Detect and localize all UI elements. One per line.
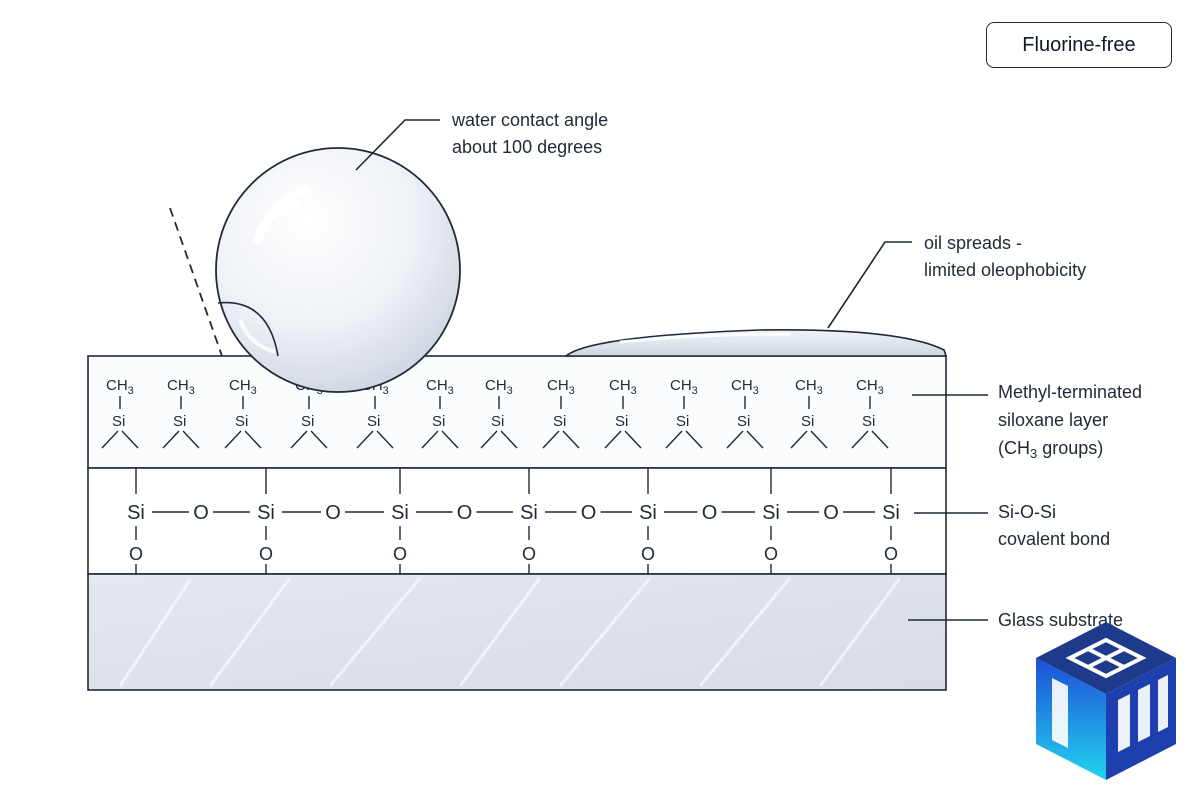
svg-text:CH3: CH3 [856, 377, 884, 397]
layer-stack [87, 355, 947, 691]
si-unit: SiO [391, 468, 409, 574]
contact-angle-marker [169, 207, 279, 357]
si-unit: SiO [762, 468, 780, 574]
water-droplet [215, 147, 461, 393]
svg-text:O: O [641, 544, 655, 564]
bond-label-line2: covalent bond [998, 529, 1110, 549]
cube-grid-logo [1036, 622, 1176, 780]
svg-text:CH3: CH3 [485, 377, 513, 397]
svg-text:Si: Si [762, 502, 780, 524]
svg-text:CH3: CH3 [547, 377, 575, 397]
oil-film [563, 329, 948, 357]
svg-text:Si: Si [235, 413, 248, 430]
svg-text:Si: Si [862, 413, 875, 430]
svg-text:Si: Si [553, 413, 566, 430]
leader-lines [355, 119, 988, 621]
svg-text:CH3: CH3 [609, 377, 637, 397]
svg-text:Si: Si [639, 502, 657, 524]
svg-text:Si: Si [173, 413, 186, 430]
glass-label: Glass substrate [998, 610, 1123, 630]
svg-text:O: O [259, 544, 273, 564]
si-unit: SiO [882, 468, 900, 574]
svg-text:Si: Si [391, 502, 409, 524]
svg-text:Si: Si [491, 413, 504, 430]
svg-text:O: O [884, 544, 898, 564]
si-unit: SiO [127, 468, 145, 574]
oil-label-line1: oil spreads - [924, 233, 1022, 253]
methyl-label-line2: siloxane layer [998, 410, 1108, 430]
si-unit: SiO [639, 468, 657, 574]
svg-text:CH3: CH3 [670, 377, 698, 397]
svg-text:CH3: CH3 [795, 377, 823, 397]
svg-text:Si: Si [432, 413, 445, 430]
bridge-oxygen: O [325, 502, 341, 524]
water-label-line2: about 100 degrees [452, 137, 602, 157]
svg-text:O: O [522, 544, 536, 564]
svg-text:Si: Si [257, 502, 275, 524]
methyl-layer [87, 355, 947, 469]
svg-text:Si: Si [127, 502, 145, 524]
svg-text:Si: Si [801, 413, 814, 430]
fluorine-free-badge: Fluorine-free [986, 22, 1172, 68]
bridge-oxygen: O [193, 502, 209, 524]
svg-text:Si: Si [367, 413, 380, 430]
water-label-line1: water contact angle [451, 110, 608, 130]
siloxane-bond-layer [87, 467, 947, 575]
svg-text:Si: Si [112, 413, 125, 430]
oil-leader [827, 241, 912, 329]
bridge-oxygen: O [702, 502, 718, 524]
methyl-groups: CH3SiCH3SiCH3SiCH3SiCH3SiCH3SiCH3SiCH3Si… [101, 377, 889, 449]
svg-text:Si: Si [676, 413, 689, 430]
methyl-label-line3: (CH3 groups) [998, 438, 1103, 461]
svg-text:CH3: CH3 [106, 377, 134, 397]
si-unit: SiO [257, 468, 275, 574]
oil-label-line2: limited oleophobicity [924, 260, 1086, 280]
svg-text:O: O [393, 544, 407, 564]
svg-text:O: O [129, 544, 143, 564]
svg-text:Si: Si [615, 413, 628, 430]
svg-text:Si: Si [737, 413, 750, 430]
svg-text:Si: Si [882, 502, 900, 524]
bridge-oxygen: O [581, 502, 597, 524]
svg-text:Si: Si [520, 502, 538, 524]
svg-text:CH3: CH3 [426, 377, 454, 397]
svg-text:O: O [764, 544, 778, 564]
glass-reflections [118, 577, 902, 687]
svg-text:Si: Si [301, 413, 314, 430]
bridge-oxygen: O [457, 502, 473, 524]
bond-label-line1: Si-O-Si [998, 502, 1056, 522]
svg-text:CH3: CH3 [167, 377, 195, 397]
bridge-oxygen: O [823, 502, 839, 524]
svg-text:CH3: CH3 [229, 377, 257, 397]
svg-text:CH3: CH3 [731, 377, 759, 397]
glass-substrate [87, 573, 947, 691]
methyl-label-line1: Methyl-terminated [998, 382, 1142, 402]
water-leader [355, 119, 440, 171]
si-unit: SiO [520, 468, 538, 574]
